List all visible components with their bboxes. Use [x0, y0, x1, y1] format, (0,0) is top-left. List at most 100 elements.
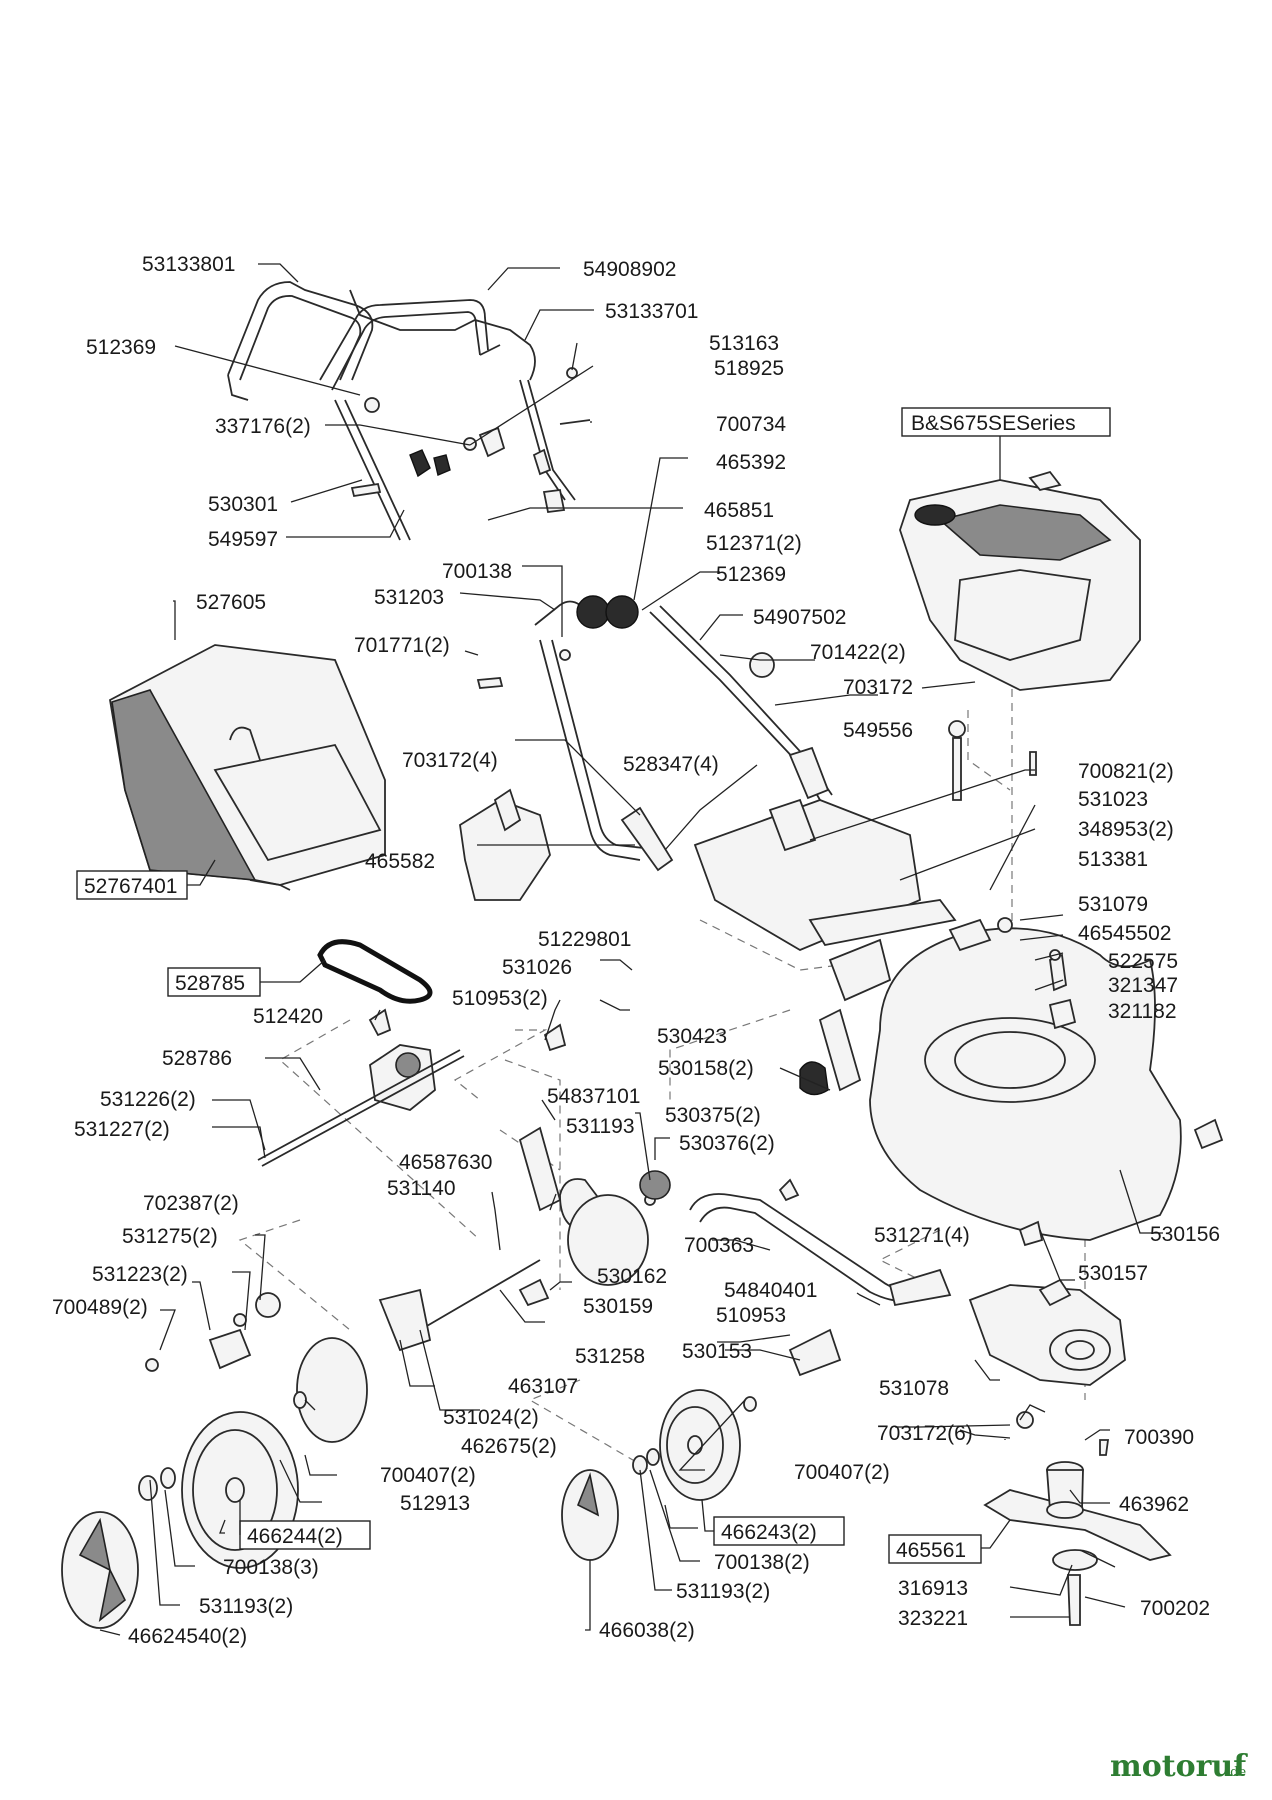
label-701771: 701771(2) — [354, 634, 450, 657]
label-348953: 348953(2) — [1078, 818, 1174, 841]
label-321182: 321182 — [1108, 1000, 1177, 1023]
label-530157: 530157 — [1078, 1262, 1148, 1285]
label-53133701: 53133701 — [605, 300, 698, 323]
label-530162: 530162 — [597, 1265, 667, 1288]
label-700489: 700489(2) — [52, 1296, 148, 1319]
blade-part — [983, 1461, 1172, 1626]
label-512371: 512371(2) — [706, 532, 802, 555]
label-engine-series: B&S675SESeries — [911, 412, 1076, 435]
label-51229801: 51229801 — [538, 928, 631, 951]
label-700363: 700363 — [684, 1234, 754, 1257]
label-54837101: 54837101 — [547, 1085, 640, 1108]
label-530158: 530158(2) — [658, 1057, 754, 1080]
label-531226: 531226(2) — [100, 1088, 196, 1111]
label-510953-2: 510953(2) — [452, 987, 548, 1010]
label-518925: 518925 — [714, 357, 784, 380]
watermark-brand: motoruf — [1110, 1749, 1248, 1784]
grass-catcher-part — [109, 644, 386, 891]
label-465582: 465582 — [365, 850, 435, 873]
rear-housing-part — [693, 798, 957, 952]
label-700407-left: 700407(2) — [380, 1464, 476, 1487]
label-700138-3: 700138(3) — [223, 1556, 319, 1579]
label-549597: 549597 — [208, 528, 278, 551]
label-530376: 530376(2) — [679, 1132, 775, 1155]
label-512369-top: 512369 — [86, 336, 156, 359]
label-46587630: 46587630 — [399, 1151, 492, 1174]
label-513163: 513163 — [709, 332, 779, 355]
label-323221: 323221 — [898, 1607, 968, 1630]
engine-part — [899, 470, 1141, 691]
label-531275: 531275(2) — [122, 1225, 218, 1248]
label-46545502: 46545502 — [1078, 922, 1171, 945]
misc-small-parts — [543, 652, 1224, 1456]
handle-hardware-part — [350, 367, 591, 513]
label-512369-mid: 512369 — [716, 563, 786, 586]
label-528785: 528785 — [175, 972, 245, 995]
label-700138-2: 700138(2) — [714, 1551, 810, 1574]
label-531193-left: 531193(2) — [199, 1595, 293, 1618]
label-530301: 530301 — [208, 493, 278, 516]
label-703172-4: 703172(4) — [402, 749, 498, 772]
label-531079: 531079 — [1078, 893, 1148, 916]
label-54907502: 54907502 — [753, 606, 846, 629]
label-510953: 510953 — [716, 1304, 786, 1327]
label-522575: 522575 — [1108, 950, 1178, 973]
label-462675: 462675(2) — [461, 1435, 557, 1458]
label-531140: 531140 — [387, 1177, 456, 1200]
label-512420: 512420 — [253, 1005, 323, 1028]
label-465561: 465561 — [896, 1539, 966, 1562]
label-53133801: 53133801 — [142, 253, 235, 276]
label-54840401: 54840401 — [724, 1279, 817, 1302]
label-530375: 530375(2) — [665, 1104, 761, 1127]
label-466244: 466244(2) — [247, 1525, 343, 1548]
height-lever-part — [689, 1193, 952, 1377]
label-700390: 700390 — [1124, 1426, 1194, 1449]
label-703172-6: 703172(6) — [877, 1422, 973, 1445]
label-700734: 700734 — [716, 413, 786, 436]
label-530423: 530423 — [657, 1025, 727, 1048]
label-700202: 700202 — [1140, 1597, 1210, 1620]
label-700821: 700821(2) — [1078, 760, 1174, 783]
label-465851: 465851 — [704, 499, 774, 522]
label-321347: 321347 — [1108, 974, 1178, 997]
label-700407-right: 700407(2) — [794, 1461, 890, 1484]
label-701422: 701422(2) — [810, 641, 906, 664]
label-463962: 463962 — [1119, 1493, 1189, 1516]
mower-deck-part — [818, 918, 1182, 1241]
label-703172-top: 703172 — [843, 676, 913, 699]
label-530156: 530156 — [1150, 1223, 1220, 1246]
label-531203: 531203 — [374, 586, 444, 609]
side-deflector-part — [459, 788, 551, 901]
rear-wheel-left-part — [61, 1292, 368, 1629]
label-530153: 530153 — [682, 1340, 752, 1363]
label-513381: 513381 — [1078, 848, 1148, 871]
watermark-logo: motoruf .de — [1110, 1749, 1248, 1784]
part-labels: 53133801 54908902 53133701 512369 513163… — [52, 253, 1220, 1648]
boxed-labels: B&S675SESeries 52767401 528785 466244(2)… — [76, 407, 1111, 1564]
label-531258: 531258 — [575, 1345, 645, 1368]
label-512913: 512913 — [400, 1492, 470, 1515]
label-531193-mid: 531193 — [566, 1115, 635, 1138]
label-531271: 531271(4) — [874, 1224, 970, 1247]
label-702387: 702387(2) — [143, 1192, 239, 1215]
leader-lines — [99, 263, 1163, 1636]
label-531227: 531227(2) — [74, 1118, 170, 1141]
rear-axle-part — [378, 1126, 671, 1352]
label-531026: 531026 — [502, 956, 572, 979]
label-531024: 531024(2) — [443, 1406, 539, 1429]
label-700138-top: 700138 — [442, 560, 512, 583]
gearbox-part — [257, 1008, 465, 1167]
label-466038: 466038(2) — [599, 1619, 695, 1642]
label-531223: 531223(2) — [92, 1263, 188, 1286]
drive-belt-part — [317, 939, 433, 1004]
label-531023: 531023 — [1078, 788, 1148, 811]
label-316913: 316913 — [898, 1577, 968, 1600]
watermark-tld: .de — [1226, 1765, 1246, 1780]
label-54908902: 54908902 — [583, 258, 676, 281]
label-531078: 531078 — [879, 1377, 949, 1400]
label-528347: 528347(4) — [623, 753, 719, 776]
front-wheel-right-part — [561, 1389, 757, 1561]
label-530159: 530159 — [583, 1295, 653, 1318]
label-466243: 466243(2) — [721, 1521, 817, 1544]
